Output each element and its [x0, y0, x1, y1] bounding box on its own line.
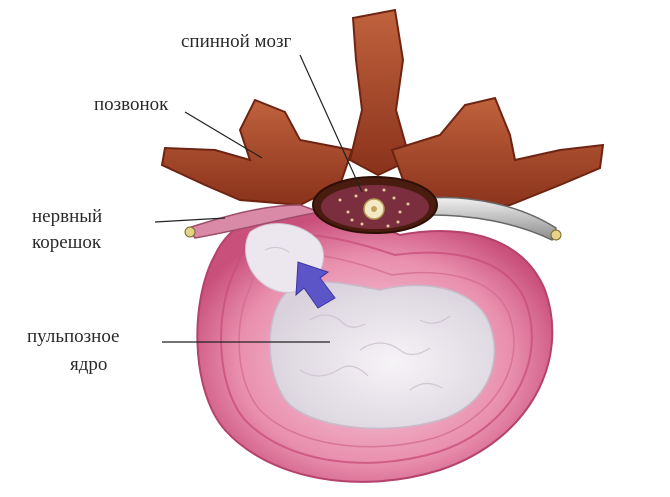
label-vertebra: позвонок — [94, 94, 169, 115]
label-nerve-root-line2: корешок — [32, 232, 102, 253]
nucleus-texture — [264, 246, 451, 391]
label-nucleus-line2: ядро — [70, 354, 107, 375]
right-nerve-end — [550, 229, 562, 241]
right-nerve-root — [429, 196, 557, 242]
herniation-arrow — [295, 261, 336, 309]
left-nerve-end — [184, 226, 196, 238]
label-spinal-cord: спинной мозг — [181, 31, 292, 52]
annulus-ring — [238, 253, 515, 448]
left-transverse-process — [160, 98, 354, 207]
spinal-cord-dots — [338, 188, 410, 228]
leader-lines — [154, 54, 363, 343]
nucleus-pulposus — [269, 281, 496, 430]
annulus-ring — [220, 233, 533, 464]
spinous-process — [348, 8, 412, 177]
label-nucleus-line1: пульпозное — [27, 326, 120, 347]
label-nerve-root-line1: нервный — [32, 206, 102, 227]
